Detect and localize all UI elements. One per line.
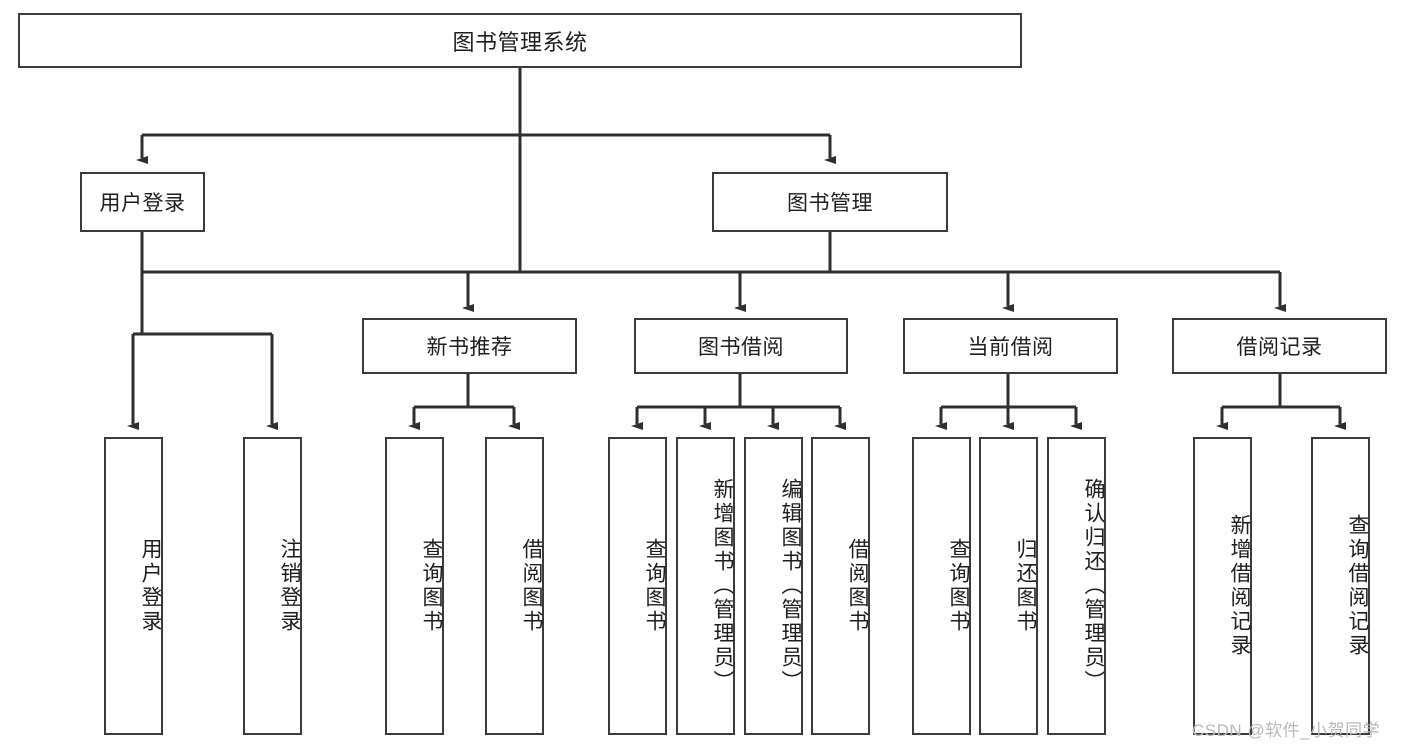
- leaf-current-borrow-confirm-return-admin[interactable]: 确认归还（管理员）: [1047, 437, 1106, 735]
- node-label: 新增借阅记录: [1228, 514, 1251, 658]
- node-label: 图书管理系统: [452, 29, 588, 55]
- node-user-login[interactable]: 用户登录: [80, 172, 205, 232]
- leaf-new-book-borrow-book[interactable]: 借阅图书: [485, 437, 544, 735]
- leaf-user-login-logout[interactable]: 注销登录: [243, 437, 302, 735]
- csdn-watermark: CSDN @软件_小贺同学: [1192, 721, 1381, 740]
- node-label: 查询借阅记录: [1346, 514, 1369, 658]
- node-book-borrow[interactable]: 图书借阅: [634, 318, 848, 374]
- node-label: 查询图书: [643, 538, 666, 634]
- leaf-book-borrow-query-book[interactable]: 查询图书: [608, 437, 667, 735]
- node-label: 图书借阅: [698, 336, 784, 359]
- node-label: 编辑图书（管理员）: [779, 478, 802, 694]
- node-label: 新增图书（管理员）: [711, 478, 734, 694]
- node-borrow-record[interactable]: 借阅记录: [1172, 318, 1387, 374]
- leaf-new-book-query-book[interactable]: 查询图书: [385, 437, 444, 735]
- node-label: 用户登录: [139, 538, 162, 634]
- leaf-book-borrow-edit-book-admin[interactable]: 编辑图书（管理员）: [744, 437, 803, 735]
- node-label: 查询图书: [947, 538, 970, 634]
- node-label: 用户登录: [99, 192, 186, 215]
- node-label: 注销登录: [278, 538, 301, 634]
- leaf-book-borrow-add-book-admin[interactable]: 新增图书（管理员）: [676, 437, 735, 735]
- node-label: 查询图书: [420, 538, 443, 634]
- node-label: 借阅图书: [846, 538, 869, 634]
- node-label: 图书管理: [787, 192, 873, 215]
- leaf-borrow-record-add-record[interactable]: 新增借阅记录: [1193, 437, 1252, 735]
- leaf-user-login-login[interactable]: 用户登录: [104, 437, 163, 735]
- node-book-management[interactable]: 图书管理: [712, 172, 948, 232]
- node-root-book-management-system[interactable]: 图书管理系统: [18, 13, 1022, 68]
- node-label: 新书推荐: [426, 336, 513, 359]
- node-current-borrow[interactable]: 当前借阅: [903, 318, 1118, 374]
- node-label: 确认归还（管理员）: [1082, 478, 1105, 694]
- leaf-borrow-record-query-record[interactable]: 查询借阅记录: [1311, 437, 1370, 735]
- node-label: 当前借阅: [967, 336, 1054, 359]
- node-label: 借阅图书: [520, 538, 543, 634]
- node-new-book-recommend[interactable]: 新书推荐: [362, 318, 577, 374]
- leaf-book-borrow-borrow-book[interactable]: 借阅图书: [811, 437, 870, 735]
- node-label: 归还图书: [1014, 538, 1037, 634]
- node-label: 借阅记录: [1236, 336, 1323, 359]
- leaf-current-borrow-query-book[interactable]: 查询图书: [912, 437, 971, 735]
- leaf-current-borrow-return-book[interactable]: 归还图书: [979, 437, 1038, 735]
